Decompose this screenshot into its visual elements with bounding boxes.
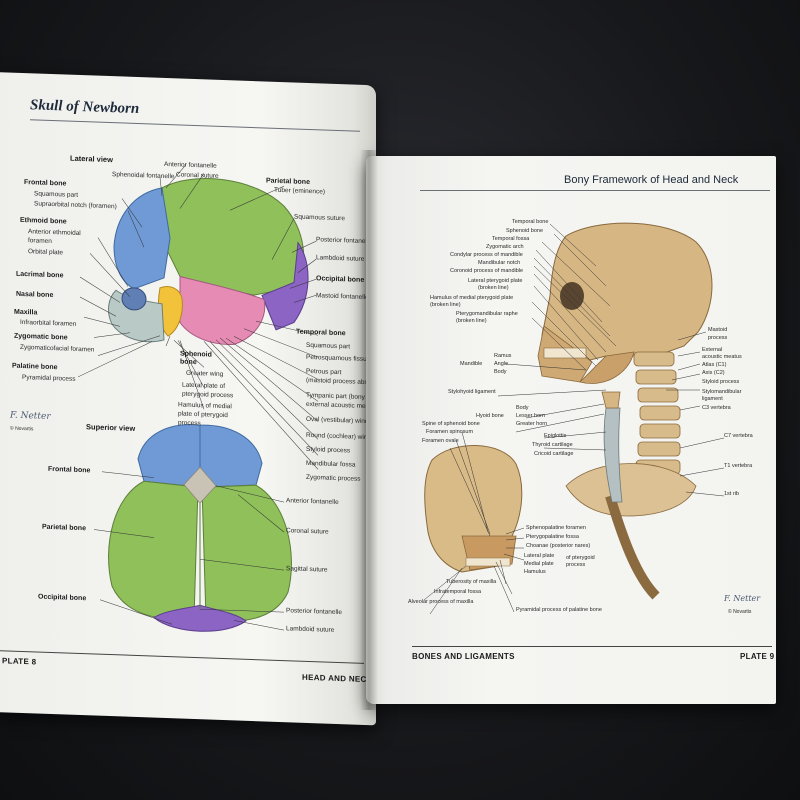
rl-temporal-bone: Temporal bone [512, 219, 549, 225]
rl-acoustic-meatus: acoustic meatus [702, 354, 742, 360]
rl-first-rib: 1st rib [724, 491, 739, 497]
artist-signature: F. Netter [724, 594, 761, 603]
sv-label-parietal-bone: Parietal bone [42, 523, 86, 533]
rl-condylar-process: Condylar process of mandible [450, 252, 523, 258]
label-petrous-part: Petrous part [306, 367, 342, 377]
rl-alveolar-process: Alveolar process of maxilla [408, 599, 474, 605]
rl-axis: Axis (C2) [702, 370, 725, 376]
cervical-spine [565, 351, 697, 600]
label-orbital-plate: Orbital plate [28, 248, 64, 257]
occipital-bone-region [261, 241, 309, 331]
rl-lateral-plate: Lateral plate [524, 553, 555, 559]
rl-pterygomandibular-raphe: Pterygomandibular raphe [456, 311, 518, 317]
superior-skull [93, 424, 292, 632]
rl-spine-sphenoid: Spine of sphenoid bone [422, 421, 480, 427]
rl-choanae: Choanae (posterior nares) [526, 543, 591, 549]
rl-ramus: Ramus [494, 353, 512, 359]
rl-mastoid-process: process [708, 335, 728, 341]
rl-infratemporal-fossa: Infratemporal fossa [434, 589, 482, 595]
rl-tuberosity-maxilla: Tuberosity of maxilla [446, 579, 497, 585]
label-greater-wing: Greater wing [186, 369, 224, 379]
rl-greater-horn: Greater horn [516, 421, 548, 427]
adult-skull [537, 222, 713, 384]
label-parietal-bone: Parietal bone [266, 177, 310, 187]
label-process: process [178, 419, 201, 428]
superior-view-heading: Superior view [86, 422, 136, 433]
superior-parietal-left [108, 480, 199, 620]
rl-mandibular-notch: Mandibular notch [478, 260, 521, 266]
head-neck-illustrations [423, 222, 725, 615]
label-nasal-bone: Nasal bone [16, 290, 54, 300]
small-skull [424, 444, 523, 573]
rl-t1-vertebra: T1 vertebra [724, 463, 753, 469]
label-foramen: foramen [28, 237, 52, 246]
rl-broken-line-2: (broken line) [456, 318, 487, 324]
rl-hamulus-medial: Hamulus of medial pterygoid plate [430, 295, 514, 301]
rl-pyramidal-process: Pyramidal process of palatine bone [516, 607, 602, 613]
frontal-bone-region [113, 187, 171, 290]
label-sphenoid-bone-word: bone [180, 358, 197, 367]
copyright: © Novartis [728, 609, 752, 615]
rl-lateral-pterygoid: Lateral pterygoid plate [468, 278, 523, 284]
title-rule [420, 190, 770, 191]
copyright: © Novartis [10, 425, 34, 433]
rl-styloid-process: Styloid process [702, 379, 740, 385]
rl-lesser-horn: Lesser horn [516, 413, 546, 419]
rl-medial-plate: Medial plate [524, 561, 554, 567]
larynx-trachea [601, 391, 623, 503]
rl-mandible: Mandible [460, 361, 483, 367]
rl-hyoid-body: Body [516, 405, 529, 411]
rl-sphenopalatine-foramen: Sphenopalatine foramen [526, 525, 586, 531]
left-page: Skull of Newborn Lateral view [0, 72, 401, 726]
rl-ligament: ligament [702, 396, 723, 402]
footer-section: BONES AND LIGAMENTS [412, 652, 515, 661]
rl-hyoid-bone: Hyoid bone [476, 413, 504, 419]
rl-thyroid-cartilage: Thyroid cartilage [532, 442, 573, 448]
rl-zygomatic-arch: Zygomatic arch [486, 244, 524, 250]
rl-cricoid-cartilage: Cricoid cartilage [534, 451, 574, 457]
rl-broken-line: (broken line) [430, 302, 461, 308]
rl-temporal-fossa: Temporal fossa [492, 236, 530, 242]
superior-frontal-left [137, 424, 201, 488]
rl-c3-vertebra: C3 vertebra [702, 405, 731, 411]
rl-external: External [702, 347, 723, 353]
right-page: Bony Framework of Head and Neck [366, 156, 776, 704]
label-maxilla: Maxilla [14, 308, 38, 317]
rl-of-pterygoid: of pterygoid [566, 555, 595, 561]
footer-plate-number: PLATE 8 [2, 656, 37, 667]
superior-occipital [153, 604, 247, 632]
rl-mastoid: Mastoid [708, 327, 728, 333]
book-gutter [360, 150, 378, 710]
rl-c7-vertebra: C7 vertebra [724, 433, 753, 439]
rl-hamulus: Hamulus [524, 569, 546, 575]
page-title: Bony Framework of Head and Neck [564, 174, 739, 186]
rl-atlas: Atlas (C1) [702, 362, 727, 368]
rl-coronoid-process: Coronoid process of mandible [450, 268, 524, 274]
rl-process-2: process [566, 562, 586, 568]
orbit [121, 287, 147, 311]
lateral-skull [77, 164, 319, 470]
superior-frontal-right [199, 424, 263, 488]
rl-dotted-line: (broken line) [478, 285, 509, 291]
rl-pterygopalatine-fossa: Pterygopalatine fossa [526, 534, 579, 540]
temporal-bone-region [179, 275, 266, 345]
artist-signature: F. Netter [10, 410, 51, 422]
footer-plate-number: PLATE 9 [740, 652, 775, 661]
rl-stylomandibular: Stylomandibular [702, 389, 742, 395]
rl-sphenoid-bone: Sphenoid bone [506, 228, 544, 234]
label-frontal-bone: Frontal bone [24, 179, 67, 188]
sv-label-frontal-bone: Frontal bone [48, 465, 91, 475]
newborn-skull-illustrations [77, 164, 319, 632]
rl-body: Body [494, 369, 507, 375]
rl-stylohyoid-ligament: Stylohyoid ligament [448, 389, 496, 395]
rl-foramen-spinosum: Foramen spinosum [426, 429, 474, 435]
rl-epiglottis: Epiglottis [544, 433, 567, 439]
footer-rule [412, 646, 772, 647]
label-sphenoid: Sphenoid [180, 350, 212, 359]
rl-foramen-ovale: Foramen ovale [422, 438, 459, 444]
superior-parietal-right [201, 484, 292, 622]
rl-angle: Angle [494, 361, 509, 367]
